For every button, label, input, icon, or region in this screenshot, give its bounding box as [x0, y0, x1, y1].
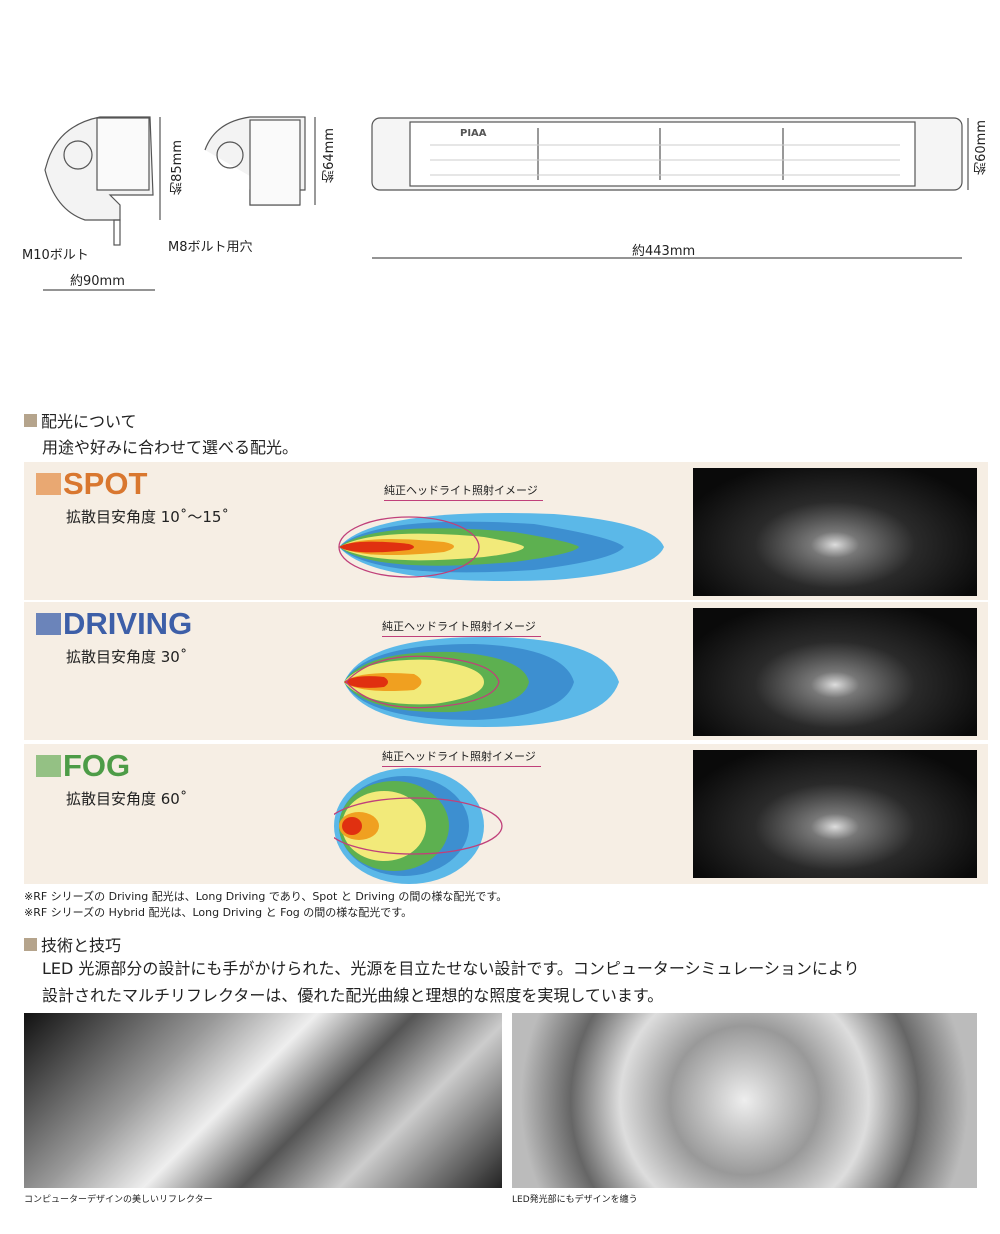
- tech-body-line: LED 光源部分の設計にも手がかけられた、光源を目立たせない設計です。コンピュー…: [42, 959, 860, 978]
- driving-beam-diagram: [344, 637, 619, 727]
- footnote: ※RF シリーズの Driving 配光は、Long Driving であり、S…: [24, 890, 508, 903]
- pattern-name: FOG: [63, 748, 131, 783]
- spot-night-photo: [693, 468, 977, 596]
- headlight-label: 純正ヘッドライト照射イメージ: [382, 620, 541, 637]
- spot-color-box: [36, 473, 61, 495]
- bracket-width-label: 約90mm: [70, 274, 125, 289]
- m10-label: M10ボルト: [22, 248, 89, 263]
- led-emitter-photo: [512, 1013, 977, 1188]
- fog-color-box: [36, 755, 61, 777]
- spot-beam-diagram: [338, 512, 664, 582]
- pattern-name: DRIVING: [63, 606, 193, 641]
- pattern-name: SPOT: [63, 466, 148, 501]
- fog-beam-diagram: [334, 768, 503, 884]
- pattern-panel-spot: SPOT 拡散目安角度 10˚～15˚ 純正ヘッドライト照射イメージ: [24, 462, 988, 600]
- driving-night-photo: [693, 608, 977, 736]
- pattern-panel-fog: FOG 拡散目安角度 60˚ 純正ヘッドライト照射イメージ: [24, 744, 988, 884]
- m8-label: M8ボルト用穴: [168, 240, 253, 255]
- reflector-photo: [24, 1013, 502, 1188]
- footnote: ※RF シリーズの Hybrid 配光は、Long Driving と Fog …: [24, 906, 413, 919]
- bracket-drawings: [43, 116, 969, 291]
- bullet-square-icon: [24, 937, 37, 951]
- bar-height-label: 約60mm: [974, 120, 989, 175]
- led-caption: LED発光部にもデザインを纏う: [512, 1195, 638, 1205]
- tech-section-title: 技術と技巧: [24, 932, 121, 956]
- tech-body-line: 設計されたマルチリフレクターは、優れた配光曲線と理想的な照度を実現しています。: [42, 986, 664, 1005]
- headlight-label: 純正ヘッドライト照射イメージ: [382, 750, 541, 767]
- fog-night-photo: [693, 750, 977, 878]
- pattern-angle: 拡散目安角度 60˚: [66, 790, 188, 808]
- pattern-panel-driving: DRIVING 拡散目安角度 30˚ 純正ヘッドライト照射イメージ: [24, 602, 988, 740]
- bar-length-label: 約443mm: [632, 244, 696, 259]
- bullet-square-icon: [24, 413, 37, 427]
- title-text: 配光について: [41, 412, 137, 431]
- driving-color-box: [36, 613, 61, 635]
- pattern-angle: 拡散目安角度 10˚～15˚: [66, 508, 229, 526]
- light-section-subtitle: 用途や好みに合わせて選べる配光。: [42, 438, 299, 457]
- reflector-caption: コンピューターデザインの美しいリフレクター: [24, 1195, 213, 1205]
- title-text: 技術と技巧: [41, 936, 122, 955]
- pattern-angle: 拡散目安角度 30˚: [66, 648, 188, 666]
- light-section-title: 配光について: [24, 408, 137, 432]
- headlight-label: 純正ヘッドライト照射イメージ: [384, 484, 543, 501]
- bar-logo: PIAA: [460, 128, 487, 139]
- bracket-height-label: 約85mm: [170, 140, 185, 195]
- bracket2-height-label: 約64mm: [322, 128, 337, 183]
